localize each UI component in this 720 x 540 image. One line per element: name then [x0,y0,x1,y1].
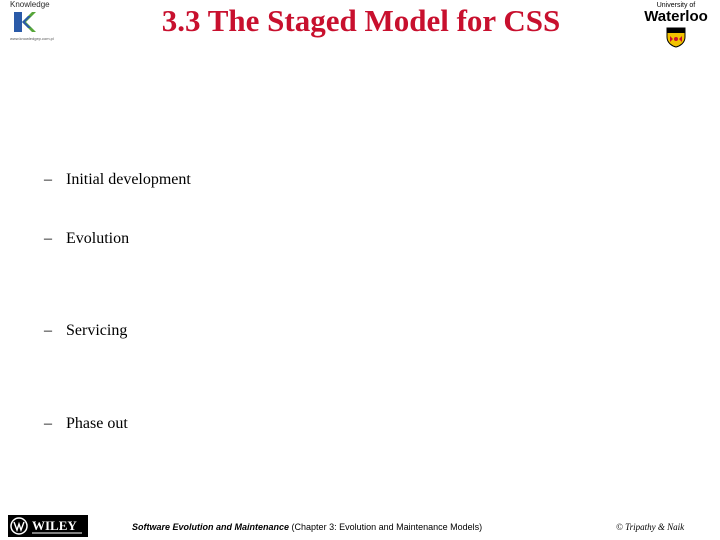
bullet-item: –Phase out [44,415,128,433]
footer-copyright: © Tripathy & Naik [616,522,685,532]
bullet-text: Servicing [66,322,128,339]
bullet-dash: – [44,415,52,432]
bullet-text: Evolution [66,230,130,247]
knowledge-logo-url: www.knowledgep.com.pl [10,36,54,41]
wiley-logo-icon: WILEY [8,515,88,537]
footer-citation: Software Evolution and Maintenance (Chap… [132,521,482,533]
knowledge-logo-caption: Knowledge [10,0,50,9]
bullet-item: –Initial development [44,171,191,189]
knowledge-logo: Knowledge www.knowledgep.com.pl [10,0,64,46]
bullet-dash: – [44,171,52,188]
footer-chapter: (Chapter 3: Evolution and Maintenance Mo… [291,522,483,532]
slide-title: 3.3 The Staged Model for CSS [161,3,561,38]
bkk-logo-icon [12,10,36,34]
waterloo-crest-icon [666,27,686,48]
bullet-dash: – [44,322,52,339]
waterloo-logo-line1: University of [656,2,696,9]
bullet-text: Initial development [66,171,191,188]
wiley-logo-text: WILEY [32,518,77,533]
waterloo-logo: University of Waterloo [636,2,716,48]
waterloo-logo-line2: Waterloo [644,8,708,25]
bullet-text: Phase out [66,415,128,432]
bullet-item: –Servicing [44,322,127,340]
footer-book-title: Software Evolution and Maintenance [132,522,290,532]
bullet-item: –Evolution [44,230,129,248]
bullet-dash: – [44,230,52,247]
